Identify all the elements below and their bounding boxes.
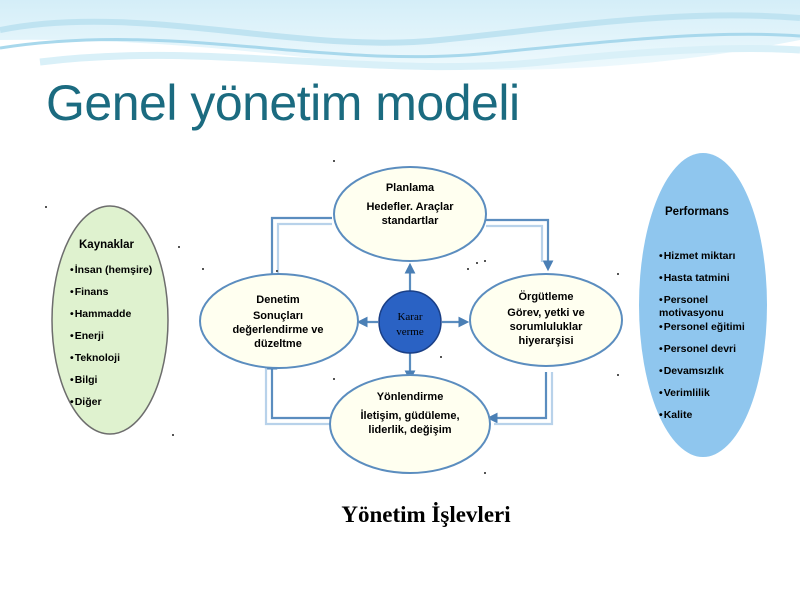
resources-item: Diğer: [70, 396, 152, 418]
directing-node-shape: [329, 374, 491, 474]
header-waves: [0, 0, 800, 71]
diagram-caption: Yönetim İşlevleri: [341, 502, 511, 527]
performance-item: Hizmet miktarı: [659, 250, 769, 272]
organizing-node-shape: [469, 273, 623, 367]
resources-title: Kaynaklar: [79, 239, 134, 251]
artifact-marks: [45, 160, 619, 474]
planning-body: Hedefler. Araçlar standartlar: [366, 201, 454, 227]
control-body: Sonuçları değerlendirme ve düzeltme: [232, 310, 324, 350]
wave-stroke-3: [39, 44, 800, 71]
decision-center: Karar verme: [381, 310, 439, 340]
performance-item: Personel motivasyonu: [659, 294, 769, 321]
resources-item: Enerji: [70, 330, 152, 352]
wave-background: [0, 0, 800, 71]
connector-directing-control-inner: [264, 362, 330, 426]
resources-item: Finans: [70, 286, 152, 308]
performance-item: Devamsızlık: [659, 365, 769, 387]
resources-item: Teknoloji: [70, 352, 152, 374]
resources-item: İnsan (hemşire): [70, 264, 153, 286]
organizing-body: Görev, yetki ve sorumluluklar hiyerarşis…: [507, 307, 585, 347]
planning-title: Planlama: [385, 182, 435, 194]
control-node-shape: [199, 273, 359, 369]
performance-item: Verimlilik: [659, 387, 769, 409]
control-title: Denetim: [256, 294, 300, 306]
decision-line2: verme: [396, 326, 424, 338]
connector-directing-control: [266, 358, 330, 420]
planning-node: Planlama Hedefler. Araçlar standartlar: [352, 182, 468, 228]
directing-body: İletişim, güdüleme, liderlik, değişim: [360, 410, 460, 436]
wave-stroke-2: [0, 32, 800, 59]
directing-title: Yönlendirme: [376, 391, 444, 403]
performance-item: Personel eğitimi: [659, 321, 769, 343]
resources-item: Hammadde: [70, 308, 152, 330]
performance-list: Hizmet miktarıHasta tatminiPersonel moti…: [659, 250, 769, 431]
connector-planning-control-inner: [276, 222, 332, 284]
performance-item: Kalite: [659, 409, 769, 431]
organizing-node: Örgütleme Görev, yetki ve sorumluluklar …: [488, 291, 604, 348]
control-node: Denetim Sonuçları değerlendirme ve düzel…: [220, 293, 336, 351]
connector-organizing-directing-inner: [494, 372, 554, 426]
decision-line1: Karar: [397, 311, 423, 323]
performance-item: Hasta tatmini: [659, 272, 769, 294]
performance-item: Personel devri: [659, 343, 769, 365]
directing-node: Yönlendirme İletişim, güdüleme, liderlik…: [352, 391, 468, 437]
resources-list: İnsan (hemşire)FinansHammaddeEnerjiTekno…: [70, 264, 153, 418]
connector-planning-organizing-inner: [486, 224, 544, 262]
planning-node-shape: [333, 166, 487, 262]
connector-planning-organizing: [486, 218, 554, 272]
center-node-shape: [378, 290, 442, 354]
connector-planning-control: [270, 216, 332, 284]
connector-organizing-directing: [486, 372, 548, 424]
wave-stroke-1: [0, 12, 800, 46]
performance-title: Performans: [665, 206, 729, 218]
resources-item: Bilgi: [70, 374, 152, 396]
page-title: Genel yönetim modeli: [46, 75, 520, 131]
organizing-title: Örgütleme: [518, 291, 574, 303]
